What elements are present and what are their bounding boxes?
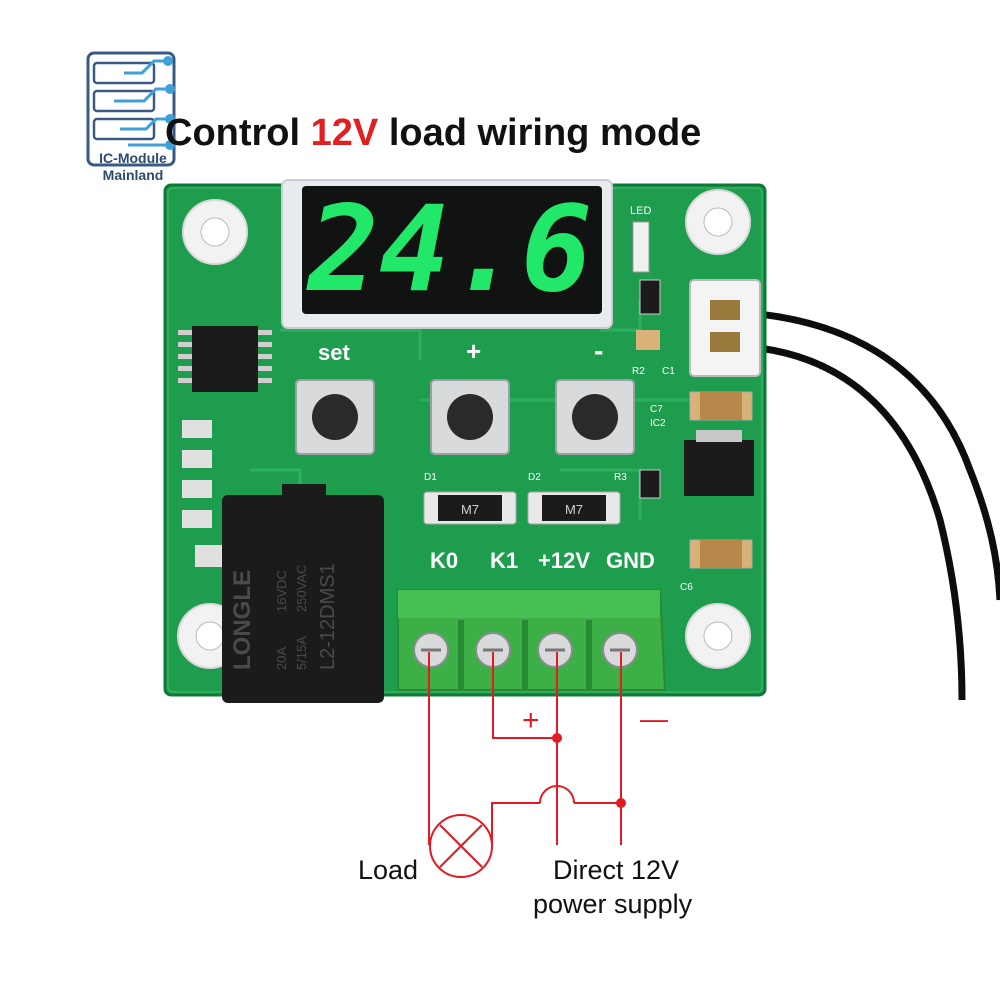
junction-plus [552, 733, 562, 743]
junction-minus [616, 798, 626, 808]
relay-brand: LONGLE [229, 570, 256, 670]
relay-rating4: 250VAC [294, 565, 309, 612]
silk-d1: D1 [424, 472, 437, 483]
title-prefix: Control [165, 112, 311, 154]
terminal-label-k0: K0 [430, 548, 458, 573]
silk-c6: C6 [680, 582, 693, 593]
terminal-label-gnd: GND [606, 548, 655, 573]
supply-label-line1: Direct 12V [553, 855, 680, 885]
brand-line2: Mainland [102, 167, 164, 183]
supply-label-line2: power supply [533, 889, 693, 919]
terminal-screw-12v[interactable] [537, 632, 573, 668]
relay-rating3: 5/15A [294, 636, 309, 670]
set-button[interactable] [295, 379, 375, 455]
silk-c7: C7 [650, 404, 663, 415]
relay-rating1: 20A [274, 647, 289, 670]
display-reading: 24.6 [306, 180, 592, 318]
brand-name: IC-Module Mainland [78, 150, 188, 184]
relay: LONGLE 20A 16VDC 5/15A 250VAC L2-12DMS1 [222, 484, 384, 703]
terminal-label-k1: K1 [490, 548, 518, 573]
silk-d2: D2 [528, 472, 541, 483]
lamp-symbol-icon [429, 814, 493, 878]
terminal-block [397, 589, 667, 691]
label-set: set [318, 340, 350, 365]
brand-line1: IC-Module [99, 150, 167, 166]
label-minus: - [594, 335, 603, 366]
voltage-regulator [684, 440, 754, 496]
silk-led: LED [630, 205, 651, 217]
terminal-screw-gnd[interactable] [602, 632, 638, 668]
terminal-screw-k0[interactable] [413, 632, 449, 668]
silk-c1: C1 [662, 366, 675, 377]
diode-d2: M7 [527, 491, 621, 525]
relay-model: L2-12DMS1 [317, 563, 339, 670]
minus-sign: — [640, 703, 668, 734]
svg-text:M7: M7 [461, 502, 479, 517]
minus-button[interactable] [555, 379, 635, 455]
silk-r2: R2 [632, 366, 645, 377]
load-label: Load [358, 855, 419, 885]
seven-segment-display: 24.6 [281, 179, 613, 329]
ic-chip [192, 326, 258, 392]
sensor-connector [689, 279, 761, 377]
label-plus: + [466, 336, 481, 366]
title-suffix: load wiring mode [378, 112, 702, 154]
title-voltage: 12V [310, 112, 379, 154]
page-title: Control 12V load wiring mode [165, 112, 701, 155]
silk-ic2: IC2 [650, 418, 666, 429]
plus-sign: + [522, 704, 540, 737]
wiring [428, 652, 622, 845]
silk-r3: R3 [614, 472, 627, 483]
plus-button[interactable] [430, 379, 510, 455]
diode-d1: M7 [423, 491, 517, 525]
circuit-logo-icon [86, 51, 176, 167]
relay-rating2: 16VDC [274, 570, 289, 612]
svg-text:M7: M7 [565, 502, 583, 517]
terminal-label-12v: +12V [538, 548, 590, 573]
